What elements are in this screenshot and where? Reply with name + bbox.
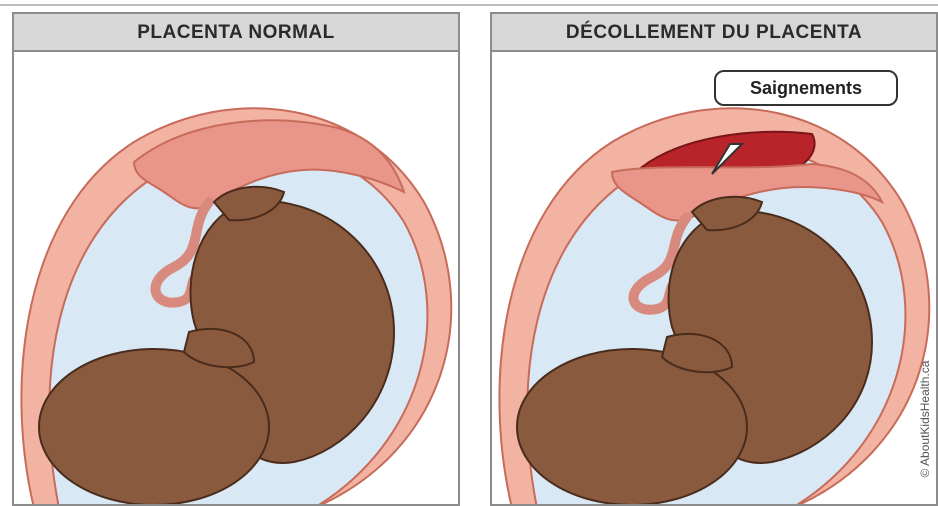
panel-title: DÉCOLLEMENT DU PLACENTA [492, 14, 936, 52]
panel-normal-placenta: PLACENTA NORMAL [12, 12, 460, 506]
uterus-illustration [14, 52, 460, 506]
panel-placental-abruption: DÉCOLLEMENT DU PLACENTA Saignements © Ab… [490, 12, 938, 506]
fetus-head [39, 349, 269, 505]
top-divider [0, 4, 938, 6]
panel-title: PLACENTA NORMAL [14, 14, 458, 52]
credit-text: © AboutKidsHealth.ca [918, 361, 932, 478]
bleeding-callout: Saignements [714, 70, 898, 106]
credit-watermark: © AboutKidsHealth.ca [918, 334, 932, 504]
uterus-illustration [492, 52, 938, 506]
